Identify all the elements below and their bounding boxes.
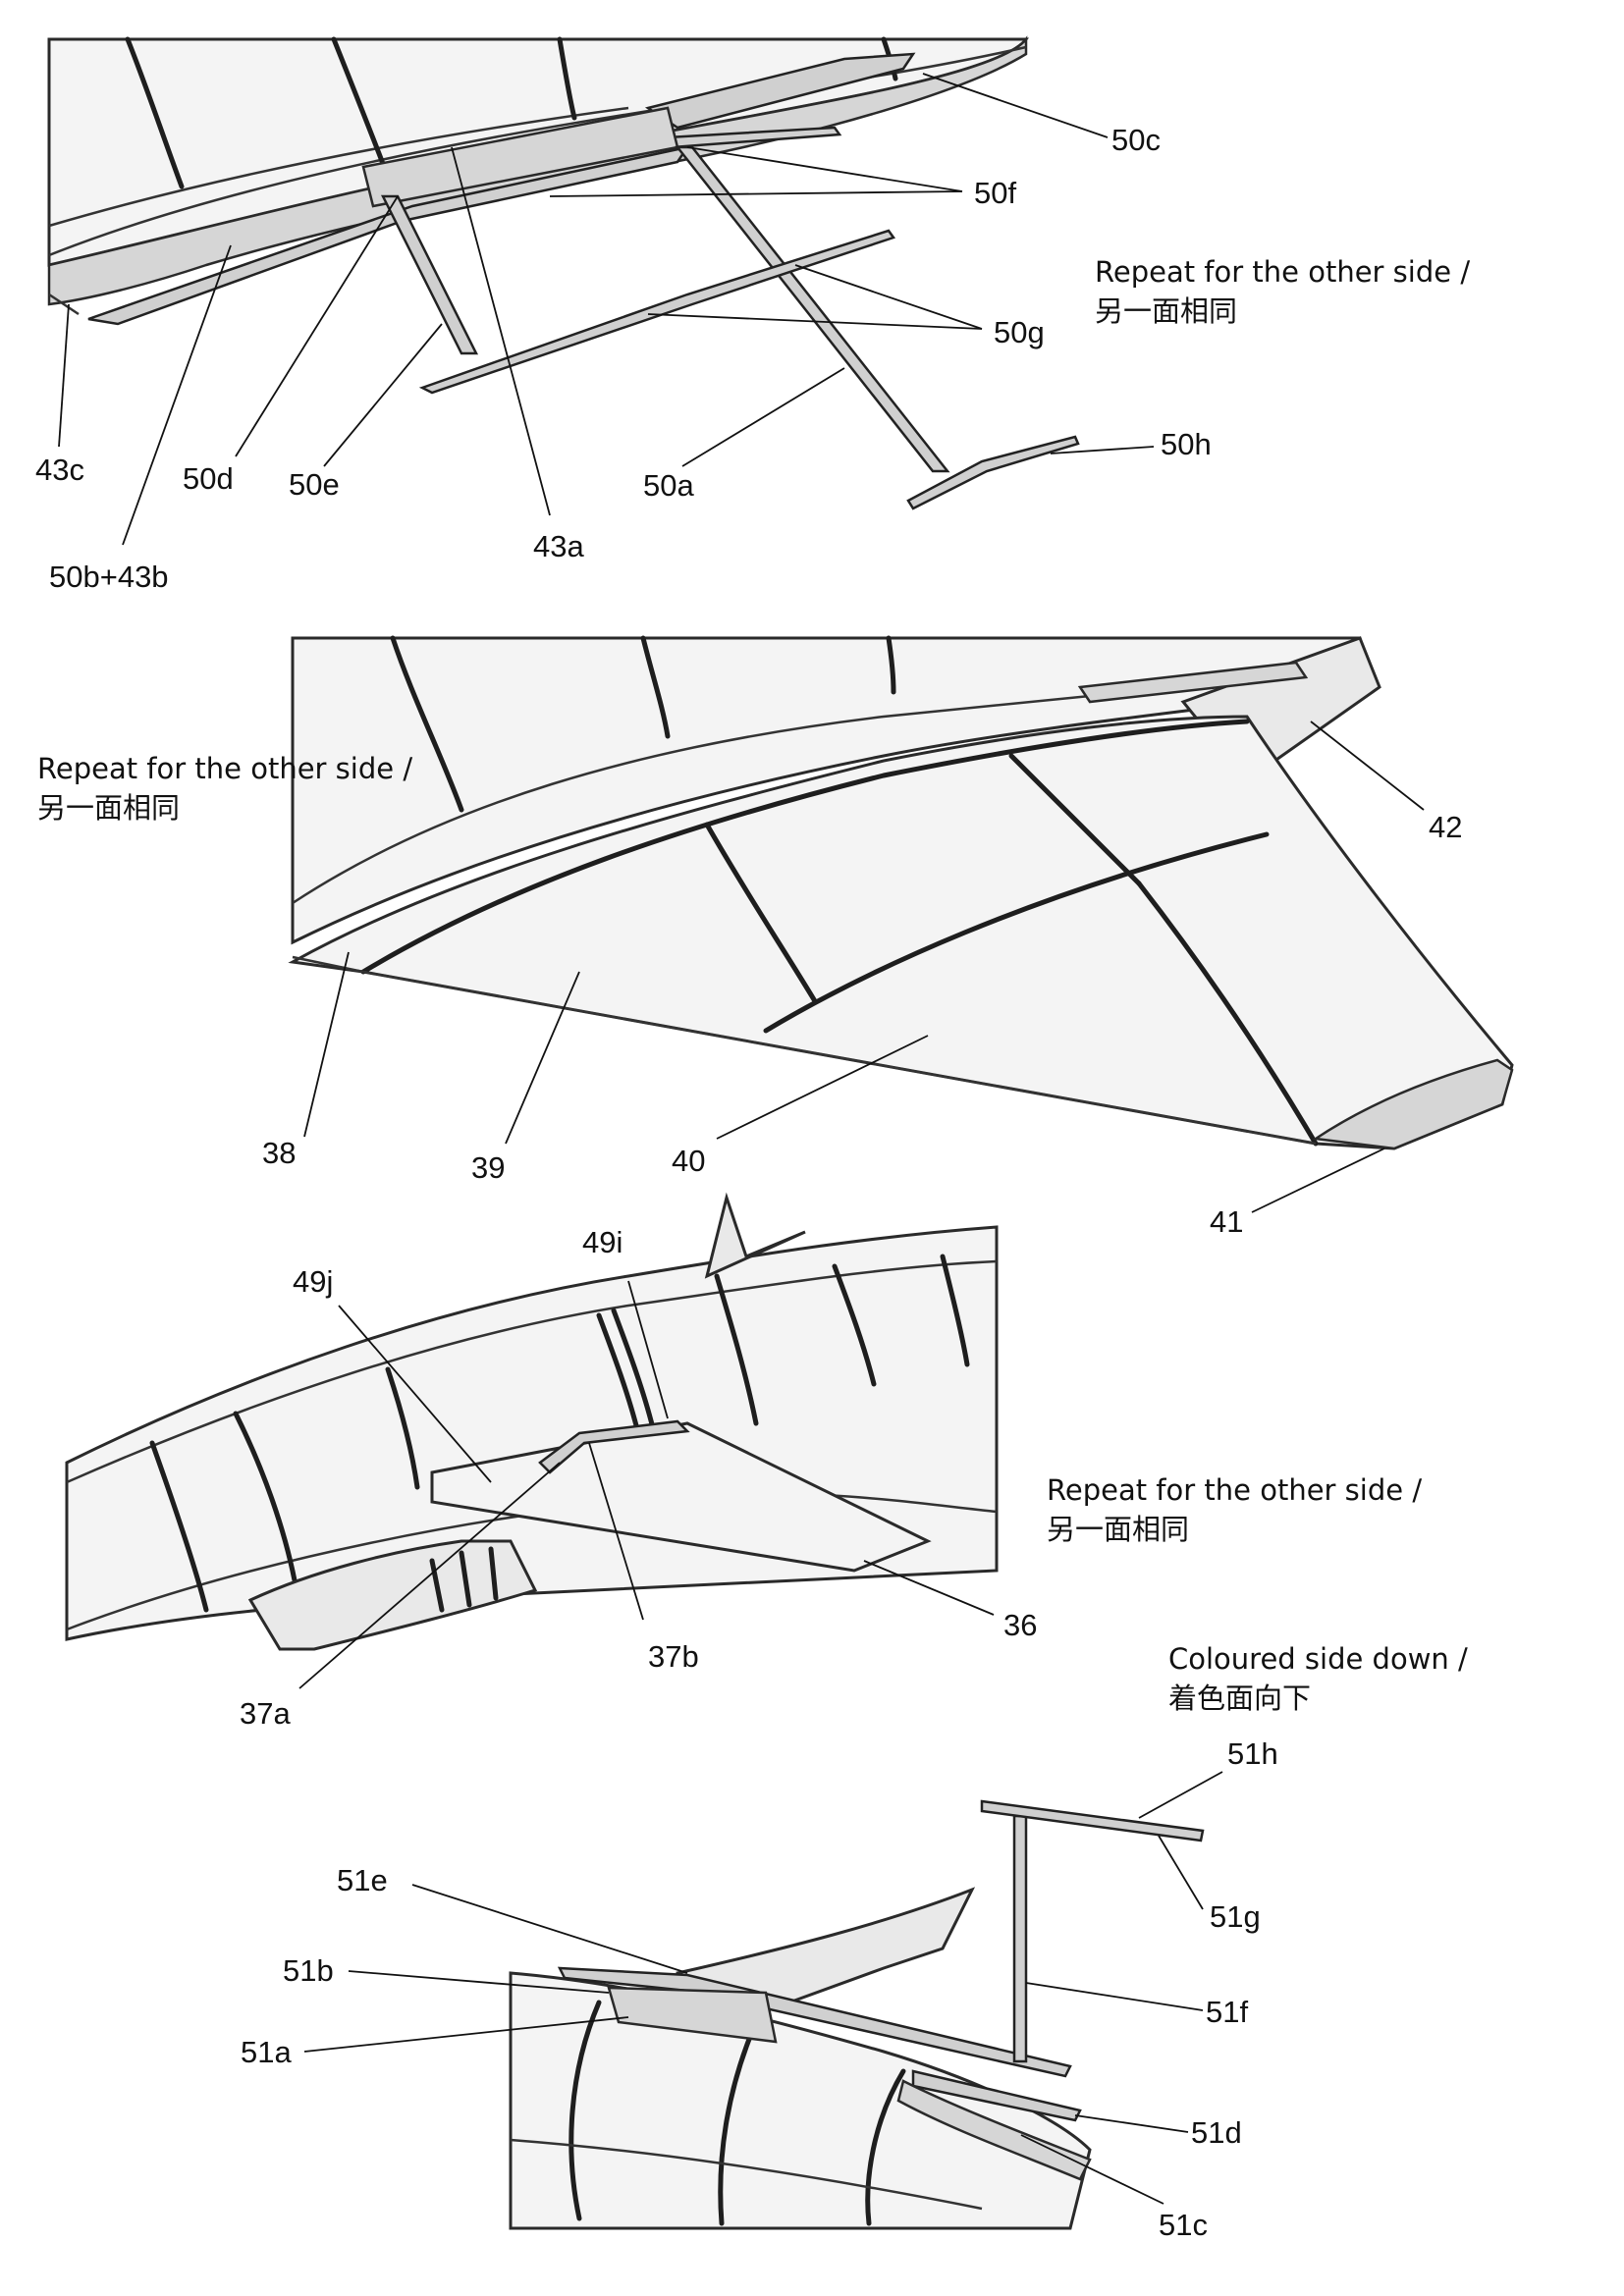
label-40: 40 [672,1144,705,1178]
note-repeat-3-zh: 另一面相同 [1047,1513,1189,1546]
label-51d: 51d [1191,2115,1242,2150]
diagram-pylons [47,35,1080,510]
label-36: 36 [1003,1608,1037,1642]
part-37-root [538,1419,690,1474]
diagram-wing [288,635,1514,1150]
part-51a [607,1986,778,2044]
label-41: 41 [1210,1204,1243,1239]
diagram-ventral [509,1799,1205,2230]
part-50g-fin [418,229,896,395]
diagram-ventral-leaders [303,1771,1223,2205]
label-51b: 51b [283,1953,334,1988]
label-51h: 51h [1227,1736,1278,1771]
label-37a: 37a [240,1696,291,1731]
canopy-spine [704,1192,806,1279]
label-51c: 51c [1159,2208,1208,2242]
note-repeat-1-zh: 另一面相同 [1095,294,1237,328]
label-49j: 49j [293,1264,333,1299]
part-51f-mast [1012,1814,1028,2063]
label-37b: 37b [648,1639,699,1674]
label-43a: 43a [533,529,584,563]
label-50g: 50g [994,315,1045,349]
label-51a: 51a [241,2035,292,2069]
part-50a-strut [675,145,950,473]
label-38: 38 [262,1136,296,1170]
diagram-canard-leaders [298,1280,995,1689]
label-51f: 51f [1206,1995,1248,2029]
part-41-tip [1312,1058,1514,1150]
label-43c: 43c [35,453,84,487]
part-51d [911,2069,1082,2122]
label-50h: 50h [1161,427,1212,461]
label-51g: 51g [1210,1899,1261,1934]
label-51e: 51e [337,1863,388,1897]
part-51b [557,1966,1072,2078]
forward-fuselage [65,1225,999,1641]
label-50e: 50e [289,467,340,502]
diagram-canard [65,1192,999,1651]
label-50f: 50f [974,176,1016,210]
note-coloured-zh: 着色面向下 [1168,1682,1311,1715]
label-50a: 50a [643,468,694,503]
label-49i: 49i [582,1225,623,1259]
part-wing-39-40-41 [288,715,1514,1150]
note-repeat-3-en: Repeat for the other side / [1047,1473,1422,1507]
part-51h-bar [980,1799,1205,1842]
label-50d: 50d [183,461,234,496]
note-repeat-1-en: Repeat for the other side / [1095,255,1470,289]
label-50b-43b: 50b+43b [49,560,169,594]
part-51c [896,2079,1092,2181]
note-repeat-2-en: Repeat for the other side / [37,752,412,785]
part-50e-strut [380,194,479,355]
diagram-pylons-leaders [58,73,1155,546]
label-50c: 50c [1111,123,1161,157]
note-repeat-2-zh: 另一面相同 [37,791,180,825]
label-42: 42 [1429,810,1462,844]
part-50b-tank [87,145,690,326]
part-50h-fin [906,435,1080,510]
note-coloured-en: Coloured side down / [1168,1642,1468,1676]
label-39: 39 [471,1150,505,1185]
diagram-wing-leaders [303,721,1425,1213]
part-51e-fin [676,1887,976,2009]
